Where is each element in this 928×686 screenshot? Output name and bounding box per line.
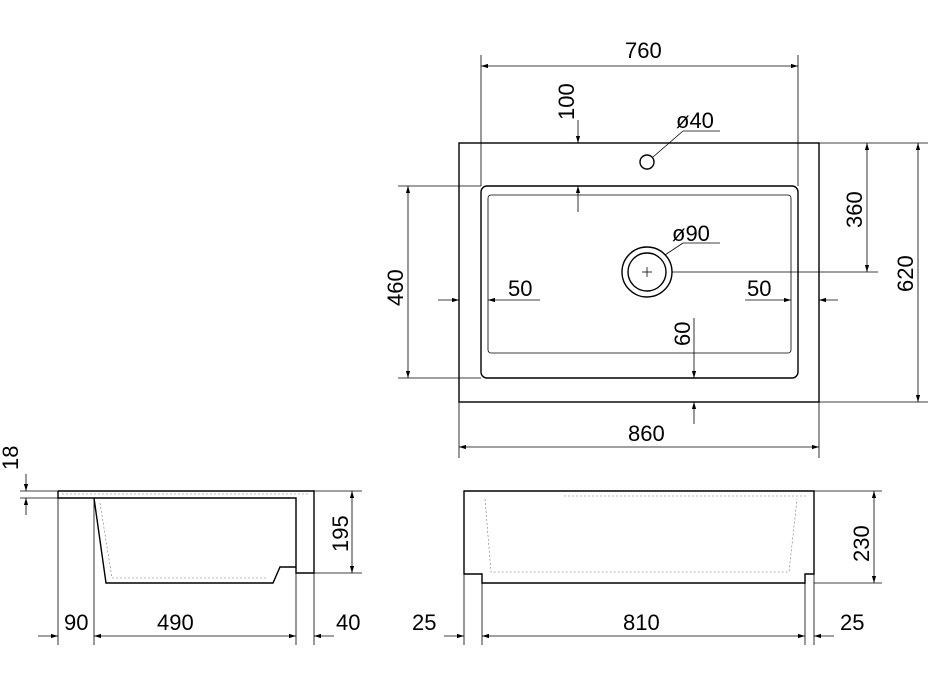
dim-860-label: 860 xyxy=(628,421,665,446)
dim-right-rim-label: 50 xyxy=(747,276,771,301)
bowl-outer-outline xyxy=(480,185,799,379)
side-view: 18 195 90 490 40 xyxy=(0,446,362,645)
dim-front-rim-label: 60 xyxy=(670,322,695,346)
front-view-outline xyxy=(463,490,815,584)
dim-360-label: 360 xyxy=(842,191,867,228)
dim-460-label: 460 xyxy=(383,269,408,306)
dim-490-label: 490 xyxy=(157,610,194,635)
dim-230-label: 230 xyxy=(849,525,874,562)
dim-tap-diameter-label: ø40 xyxy=(676,108,714,133)
dim-right-25-label: 25 xyxy=(840,610,864,635)
front-view: 230 25 810 25 xyxy=(412,490,882,645)
dim-760-label: 760 xyxy=(625,38,662,63)
dim-left-25-label: 25 xyxy=(412,610,436,635)
dim-810-label: 810 xyxy=(623,610,660,635)
dim-90-label: 90 xyxy=(64,610,88,635)
bowl-inner-outline xyxy=(487,194,792,354)
dim-620-label: 620 xyxy=(893,255,918,292)
dim-40-label: 40 xyxy=(336,610,360,635)
top-view-outline xyxy=(458,142,820,403)
tap-hole xyxy=(639,154,655,170)
top-view: 760 100 ø40 360 620 ø90 460 50 50 xyxy=(383,38,928,458)
dim-drain-diameter-label: ø90 xyxy=(672,221,710,246)
side-view-outline xyxy=(57,490,315,584)
dim-left-rim-label: 50 xyxy=(508,276,532,301)
dim-18-label: 18 xyxy=(0,446,23,470)
drain-inner xyxy=(627,252,667,292)
dim-100-label: 100 xyxy=(554,83,579,120)
dim-195-label: 195 xyxy=(328,515,353,552)
